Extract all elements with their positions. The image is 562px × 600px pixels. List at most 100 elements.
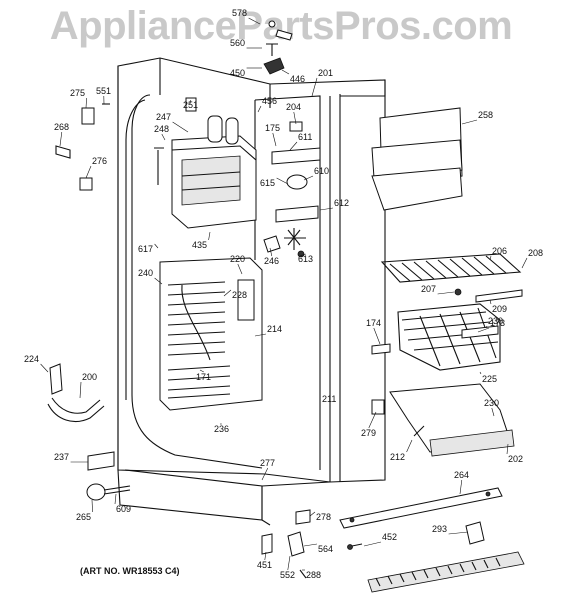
leader-202 [506, 443, 509, 455]
leader-173 [477, 327, 490, 333]
leader-452 [363, 541, 382, 547]
leader-209 [489, 299, 492, 305]
leader-lines [40, 17, 528, 571]
callout-277: 277 [260, 458, 275, 468]
leader-208 [521, 257, 528, 269]
leader-251 [189, 99, 192, 105]
leader-552 [287, 555, 291, 571]
leader-265 [91, 499, 93, 513]
callout-611: 611 [298, 132, 312, 142]
leader-293 [448, 531, 469, 535]
callout-617: 617 [138, 244, 153, 254]
leader-611 [289, 141, 298, 151]
callout-206: 206 [492, 246, 507, 256]
leader-225 [479, 371, 482, 375]
leader-435 [208, 231, 211, 241]
callout-609: 609 [116, 504, 131, 514]
watermark-logo: AppliancePartsPros.com [49, 4, 513, 48]
callout-208: 208 [528, 248, 543, 258]
leader-204 [293, 111, 297, 125]
leader-615 [276, 177, 289, 185]
callout-265: 265 [76, 512, 91, 522]
callout-201: 201 [318, 68, 333, 78]
callout-258: 258 [478, 110, 493, 120]
callout-452: 452 [382, 532, 397, 542]
callout-278: 278 [316, 512, 331, 522]
callout-175: 175 [265, 123, 280, 133]
callout-564: 564 [318, 544, 333, 554]
leader-248 [161, 133, 166, 141]
callout-552: 552 [280, 570, 295, 580]
leader-220 [237, 263, 243, 275]
callout-613: 613 [298, 254, 313, 264]
leader-264 [459, 479, 463, 495]
evaporator [159, 257, 263, 411]
callout-248: 248 [154, 124, 169, 134]
leader-612 [319, 207, 334, 211]
cabinet [117, 57, 386, 526]
leader-201 [311, 77, 318, 97]
leader-247 [172, 121, 189, 133]
callout-200: 200 [82, 372, 97, 382]
callout-212: 212 [390, 452, 405, 462]
leader-171 [199, 369, 204, 373]
callout-560: 560 [230, 38, 245, 48]
callout-246: 246 [264, 256, 279, 266]
callout-551: 551 [96, 86, 111, 96]
leader-456 [257, 105, 262, 113]
leader-246 [269, 247, 273, 257]
leader-279 [368, 411, 377, 429]
callout-174: 174 [366, 318, 381, 328]
fan-assembly [263, 121, 321, 258]
leader-174 [373, 327, 381, 345]
leader-613 [299, 253, 306, 257]
bottom-hinge [261, 509, 311, 579]
leader-206 [489, 255, 492, 261]
callout-220: 220 [230, 254, 245, 264]
leader-175 [272, 132, 277, 147]
callout-209: 209 [492, 304, 507, 314]
callout-450: 450 [230, 68, 245, 78]
callout-173: 173 [490, 318, 505, 328]
callout-456: 456 [262, 96, 277, 106]
leader-228 [223, 289, 232, 297]
leader-230 [491, 407, 495, 417]
callout-211: 211 [322, 394, 336, 404]
leader-277 [261, 467, 269, 481]
leader-278 [309, 511, 316, 517]
callout-202: 202 [508, 454, 523, 464]
ice-maker [154, 97, 257, 229]
callout-214: 214 [267, 324, 282, 334]
callout-225: 225 [482, 374, 497, 384]
leader-578 [248, 17, 261, 25]
callout-435: 435 [192, 240, 207, 250]
leader-268 [59, 131, 63, 147]
callout-228: 228 [232, 290, 247, 300]
callout-578: 578 [232, 8, 247, 18]
callout-247: 247 [156, 112, 171, 122]
callout-293: 293 [432, 524, 447, 534]
leader-224 [40, 363, 49, 373]
leader-212 [406, 439, 413, 453]
leader-609 [114, 493, 117, 505]
callout-224: 224 [24, 354, 39, 364]
art-number-caption: (ART NO. WR18553 C4) [80, 566, 180, 576]
callout-204: 204 [286, 102, 301, 112]
callout-240: 240 [138, 268, 153, 278]
callout-237: 237 [54, 452, 69, 462]
callout-207: 207 [421, 284, 436, 294]
leader-207 [437, 291, 455, 295]
top-hinge [263, 20, 293, 75]
leader-564 [303, 543, 318, 547]
left-loose-parts [47, 103, 131, 501]
callout-451: 451 [257, 560, 272, 570]
leader-446 [281, 69, 290, 75]
callout-610: 610 [314, 166, 329, 176]
leader-230 [485, 325, 488, 329]
leader-451 [264, 551, 267, 561]
callout-612: 612 [334, 198, 349, 208]
callout-268: 268 [54, 122, 69, 132]
callout-171: 171 [196, 372, 211, 382]
